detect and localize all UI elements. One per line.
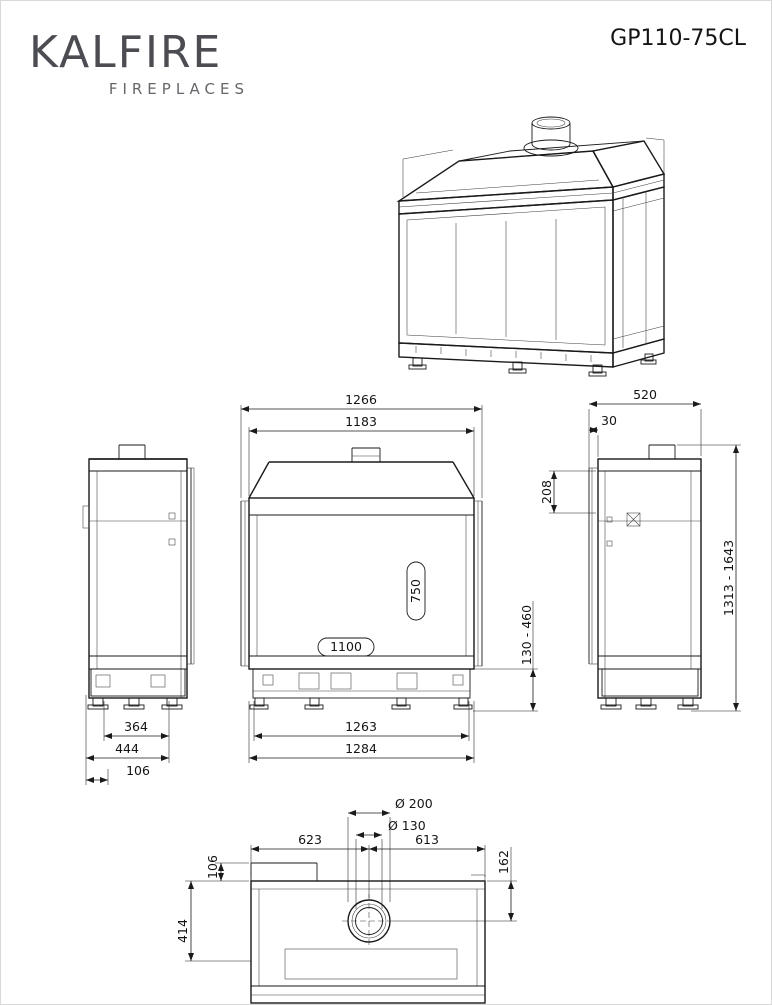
hood-isometric [396, 137, 666, 202]
svg-text:1313 - 1643: 1313 - 1643 [721, 540, 736, 616]
dim-front-overall-width: 1266 [240, 392, 483, 498]
base-isometric [398, 338, 665, 377]
glass-height-badge: 750 [406, 561, 426, 621]
dim-front-to-flue: 162 [393, 847, 517, 922]
svg-text:1284: 1284 [345, 741, 377, 756]
dim-plan-left: 623 [250, 832, 370, 898]
flue-opening [342, 894, 396, 948]
svg-text:Ø 130: Ø 130 [388, 818, 426, 833]
dim-plan-depth: 414 [175, 880, 251, 962]
brand-logo-subtext: FIREPLACES [109, 80, 249, 98]
svg-text:162: 162 [496, 850, 511, 874]
firebox-isometric [398, 186, 665, 354]
svg-text:414: 414 [175, 919, 190, 943]
flue-collar-isometric [523, 116, 579, 157]
model-number: GP110-75CL [610, 26, 747, 51]
svg-text:364: 364 [124, 719, 148, 734]
svg-text:106: 106 [205, 855, 220, 879]
dim-plan-right: 613 [369, 832, 486, 877]
svg-text:623: 623 [298, 832, 322, 847]
right-view-drawing [588, 444, 702, 710]
glass-width-badge: 1100 [317, 637, 375, 657]
svg-text:1266: 1266 [345, 392, 377, 407]
svg-text:106: 106 [126, 763, 150, 778]
dim-left-c: 106 [86, 763, 150, 785]
right-side-view: 520 30 208 1313 - 1643 [539, 387, 741, 712]
dim-top-section: 208 [539, 470, 596, 514]
plan-view: Ø 200 Ø 130 623 613 162 [175, 796, 517, 1004]
svg-text:Ø 200: Ø 200 [395, 796, 433, 811]
dim-glass-offset: 30 [589, 413, 617, 457]
dim-flue-outer-diameter: Ø 200 [347, 796, 433, 902]
left-view-drawing [82, 444, 195, 710]
svg-text:1263: 1263 [345, 719, 377, 734]
dim-front-body-width: 1183 [248, 414, 475, 496]
header: KALFIRE FIREPLACES GP110-75CL [29, 26, 747, 98]
svg-text:1183: 1183 [345, 414, 377, 429]
dim-glass-width: 1100 [330, 639, 362, 654]
svg-text:130 - 460: 130 - 460 [519, 605, 534, 665]
dim-glass-height: 750 [408, 579, 423, 603]
plan-view-drawing [250, 862, 486, 1004]
dim-left-b: 444 [85, 695, 169, 785]
dim-front-base-inner: 1263 [253, 701, 470, 741]
front-view: 1100 750 1266 1183 1263 [240, 392, 538, 763]
brand-logo-text: KALFIRE [29, 27, 222, 78]
svg-text:30: 30 [601, 413, 617, 428]
front-view-drawing: 1100 750 [240, 447, 483, 710]
left-side-view: 364 444 106 [82, 444, 195, 785]
dim-plan-front-offset: 106 [205, 855, 249, 881]
isometric-view [396, 116, 666, 377]
dim-side-depth: 520 [588, 387, 702, 468]
dim-base-height-range: 130 - 460 [471, 601, 538, 712]
svg-text:208: 208 [539, 480, 554, 504]
svg-text:444: 444 [115, 741, 139, 756]
dim-front-base-outer: 1284 [248, 701, 475, 763]
dim-total-height-range: 1313 - 1643 [677, 444, 741, 712]
svg-text:520: 520 [633, 387, 657, 402]
svg-text:613: 613 [415, 832, 439, 847]
dim-left-a: 364 [103, 701, 170, 763]
